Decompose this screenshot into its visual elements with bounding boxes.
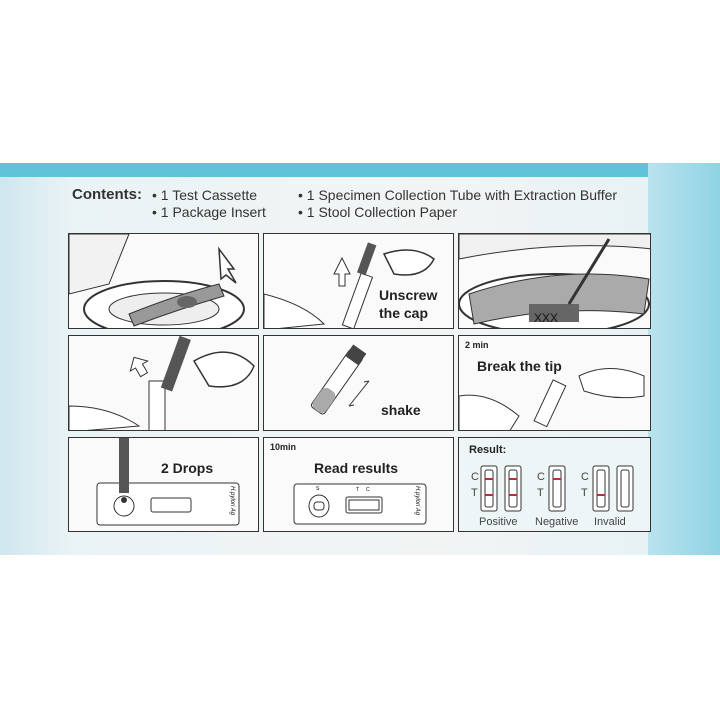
- positive-label: Positive: [479, 516, 518, 528]
- contents-title: Contents:: [72, 186, 142, 203]
- control-line: [509, 478, 517, 480]
- step-1-collect: [68, 233, 259, 329]
- test-line: [597, 494, 605, 496]
- step-8-read: 10min Read results S T C H.pylori Ag: [263, 437, 454, 532]
- result-strips: [480, 465, 634, 512]
- top-stripe: [0, 163, 720, 177]
- toilet-illustration: [69, 234, 245, 328]
- cassette-brand: H.pylori Ag: [229, 486, 235, 516]
- c-label: C: [537, 471, 545, 483]
- c-label: C: [581, 471, 589, 483]
- t-label: T: [537, 487, 544, 499]
- negative-label: Negative: [535, 516, 579, 528]
- test-mark: T: [356, 487, 360, 493]
- test-line: [485, 494, 493, 496]
- c-label: C: [471, 471, 479, 483]
- read-time: 10min: [270, 442, 297, 452]
- t-label: T: [581, 487, 588, 499]
- step-4-insert: [68, 335, 259, 431]
- step-5-shake: shake: [263, 335, 454, 431]
- test-strip: [616, 465, 634, 512]
- invalid-label: Invalid: [594, 516, 626, 528]
- shake-label: shake: [381, 402, 421, 418]
- control-line: [553, 478, 561, 480]
- break-tip-illustration: [459, 368, 645, 430]
- test-strip: [548, 465, 566, 512]
- test-strip: [480, 465, 498, 512]
- test-strip: [592, 465, 610, 512]
- control-line: [485, 478, 493, 480]
- step-3-sample: xxx: [458, 233, 651, 329]
- cassette-illustration: [293, 483, 427, 525]
- stool-sample-illustration: xxx: [459, 234, 650, 328]
- break-tip-label: Break the tip: [477, 358, 562, 374]
- cassette-brand: H.pylori Ag: [414, 486, 420, 516]
- break-time: 2 min: [465, 340, 489, 350]
- right-band: [648, 163, 720, 555]
- step-6-break-tip: 2 min Break the tip: [458, 335, 651, 431]
- test-line: [509, 494, 517, 496]
- t-label: T: [471, 487, 478, 499]
- step-9-result: Result: C T C T C T Positive Negative In…: [458, 437, 651, 532]
- read-results-label: Read results: [314, 460, 399, 476]
- unscrew-label: Unscrew the cap: [379, 287, 438, 321]
- drops-label: 2 Drops: [161, 460, 214, 476]
- step-7-drops: 2 Drops H.pylori Ag: [68, 437, 259, 532]
- insert-tube-illustration: [69, 336, 255, 430]
- step-2-unscrew: Unscrew the cap: [263, 233, 454, 329]
- content-item: • 1 Package Insert: [152, 204, 266, 220]
- drop-cassette-illustration: [96, 438, 240, 526]
- content-item: • 1 Stool Collection Paper: [298, 204, 457, 220]
- tube-cap-illustration: [264, 242, 435, 328]
- shake-tube-illustration: [310, 344, 370, 415]
- result-title: Result:: [469, 444, 507, 456]
- control-mark: C: [366, 487, 370, 493]
- sample-well-label: S: [316, 486, 320, 492]
- content-item: • 1 Specimen Collection Tube with Extrac…: [298, 187, 618, 203]
- test-strip: [504, 465, 522, 512]
- svg-text:xxx: xxx: [534, 309, 558, 326]
- content-item: • 1 Test Cassette: [152, 187, 258, 203]
